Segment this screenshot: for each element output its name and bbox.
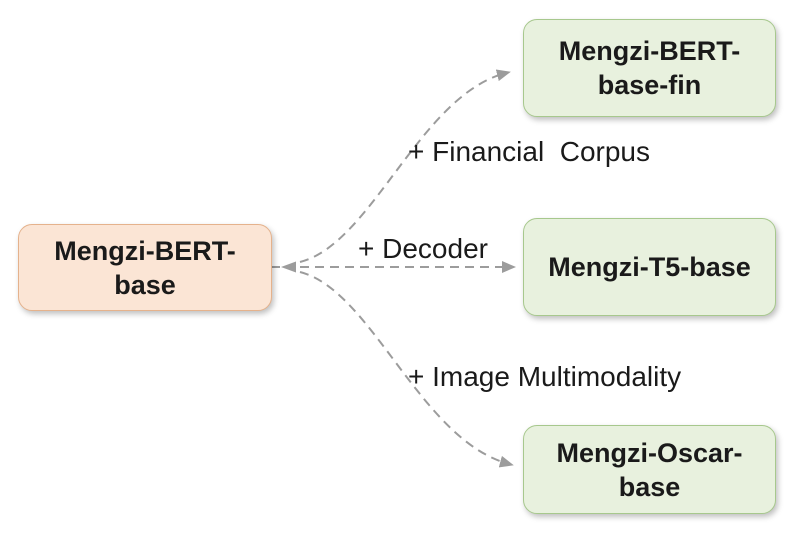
edge-label-image-multimodality: + Image Multimodality [408, 361, 682, 392]
arrowhead-left-icon [281, 261, 296, 273]
edge-label-decoder: + Decoder [358, 233, 488, 264]
edge-label-financial-corpus: + Financial Corpus [408, 136, 651, 167]
node-mengzi-bert-base-fin: Mengzi-BERT- base-fin [523, 19, 776, 117]
connector-image-multimodality [299, 271, 514, 468]
connector-financial-corpus [299, 69, 511, 263]
node-mengzi-bert-base: Mengzi-BERT- base [18, 224, 272, 311]
node-mengzi-oscar-base: Mengzi-Oscar- base [523, 425, 776, 514]
node-mengzi-t5-base: Mengzi-T5-base [523, 218, 776, 316]
